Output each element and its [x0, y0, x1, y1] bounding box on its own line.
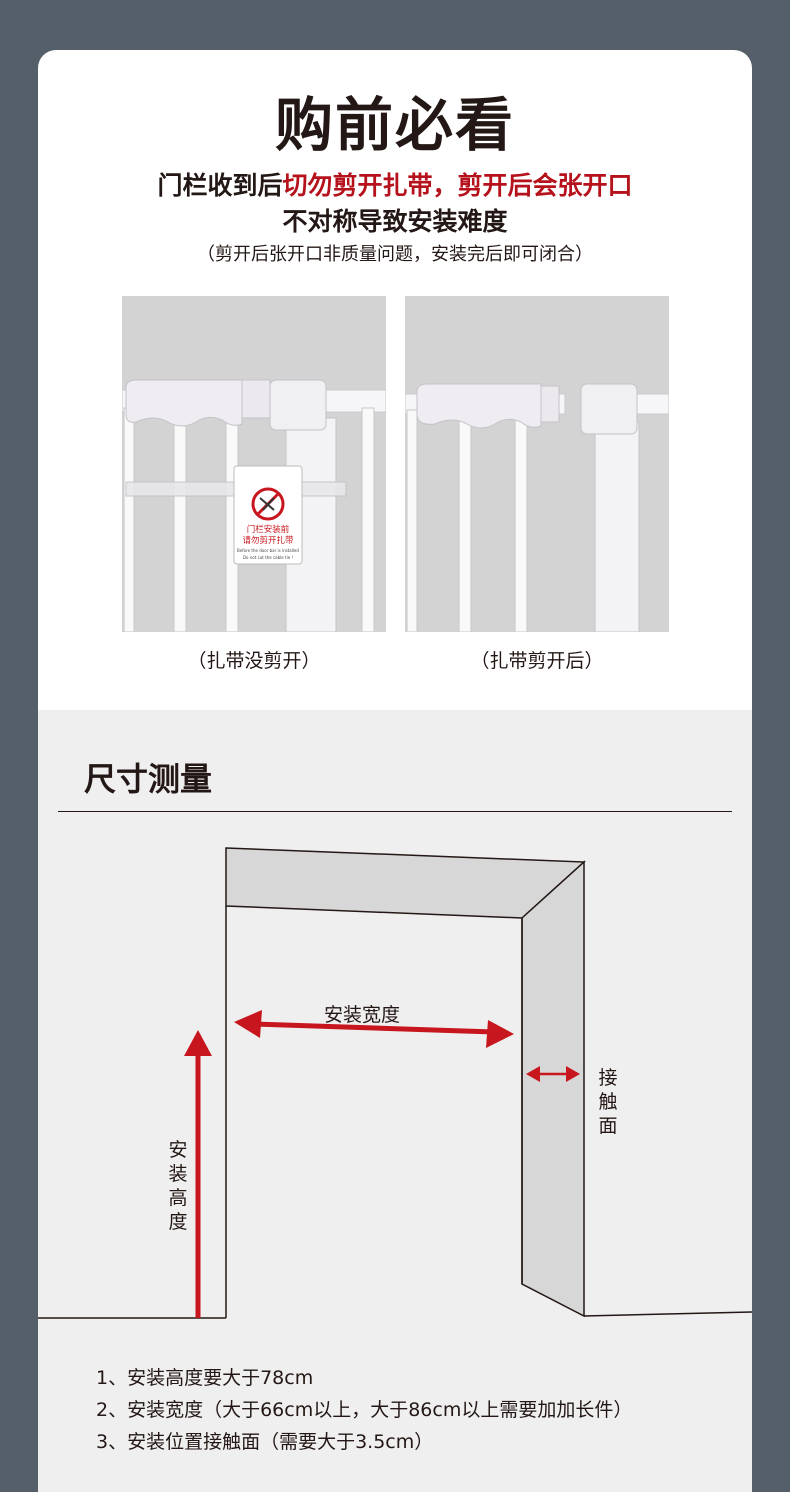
photo-tie-uncut: 门栏安装前 请勿剪开扎带 Before the door bar is inst… [122, 296, 386, 632]
width-arrow [234, 1010, 514, 1048]
measurement-notes: 1、安装高度要大于78cm 2、安装宽度（大于66cm以上，大于86cm以上需要… [96, 1362, 632, 1458]
photo-tie-cut [405, 296, 669, 632]
notice-prefix: 门栏收到后 [157, 171, 283, 200]
caption-tie-uncut: （扎带没剪开） [187, 650, 321, 672]
title-divider [58, 811, 732, 812]
notice-line-3: （剪开后张开口非质量问题，安装完后即可闭合） [197, 244, 593, 265]
tag-text-en-1: Before the door bar is installed [237, 548, 299, 553]
notice-line-1: 门栏收到后切勿剪开扎带，剪开后会张开口 [38, 166, 752, 202]
note-item: 3、安装位置接触面（需要大于3.5cm） [96, 1431, 434, 1453]
contact-arrow [526, 1066, 580, 1082]
note-item: 1、安装高度要大于78cm [96, 1367, 314, 1389]
tag-text-cn-1: 门栏安装前 [247, 524, 290, 535]
floor-line-right [583, 1311, 752, 1317]
measurement-section: 尺寸测量 [38, 710, 752, 1492]
doorway-diagram [38, 847, 752, 1319]
height-arrow [184, 1030, 212, 1318]
width-label: 安装宽度 [324, 1004, 401, 1026]
contact-label: 接 触 面 [598, 1067, 618, 1137]
page-title: 购前必看 [274, 91, 515, 159]
tag-text-en-2: Do not cut the cable tie ! [243, 555, 293, 560]
notice-warning: 切勿剪开扎带，剪开后会张开口 [282, 171, 633, 200]
content-card: 购前必看 门栏收到后切勿剪开扎带，剪开后会张开口 不对称导致安装难度 （剪开后张… [38, 50, 752, 1492]
tag-text-cn-2: 请勿剪开扎带 [242, 535, 294, 546]
note-item: 2、安装宽度（大于66cm以上，大于86cm以上需要加加长件） [96, 1399, 633, 1421]
notice-line-2: 不对称导致安装难度 [282, 207, 508, 236]
door-jamb-right [521, 860, 585, 1318]
section-title: 尺寸测量 [84, 760, 213, 798]
caption-tie-cut: （扎带剪开后） [470, 650, 604, 672]
height-label: 安 装 高 度 [168, 1139, 188, 1233]
door-lintel [225, 847, 586, 919]
